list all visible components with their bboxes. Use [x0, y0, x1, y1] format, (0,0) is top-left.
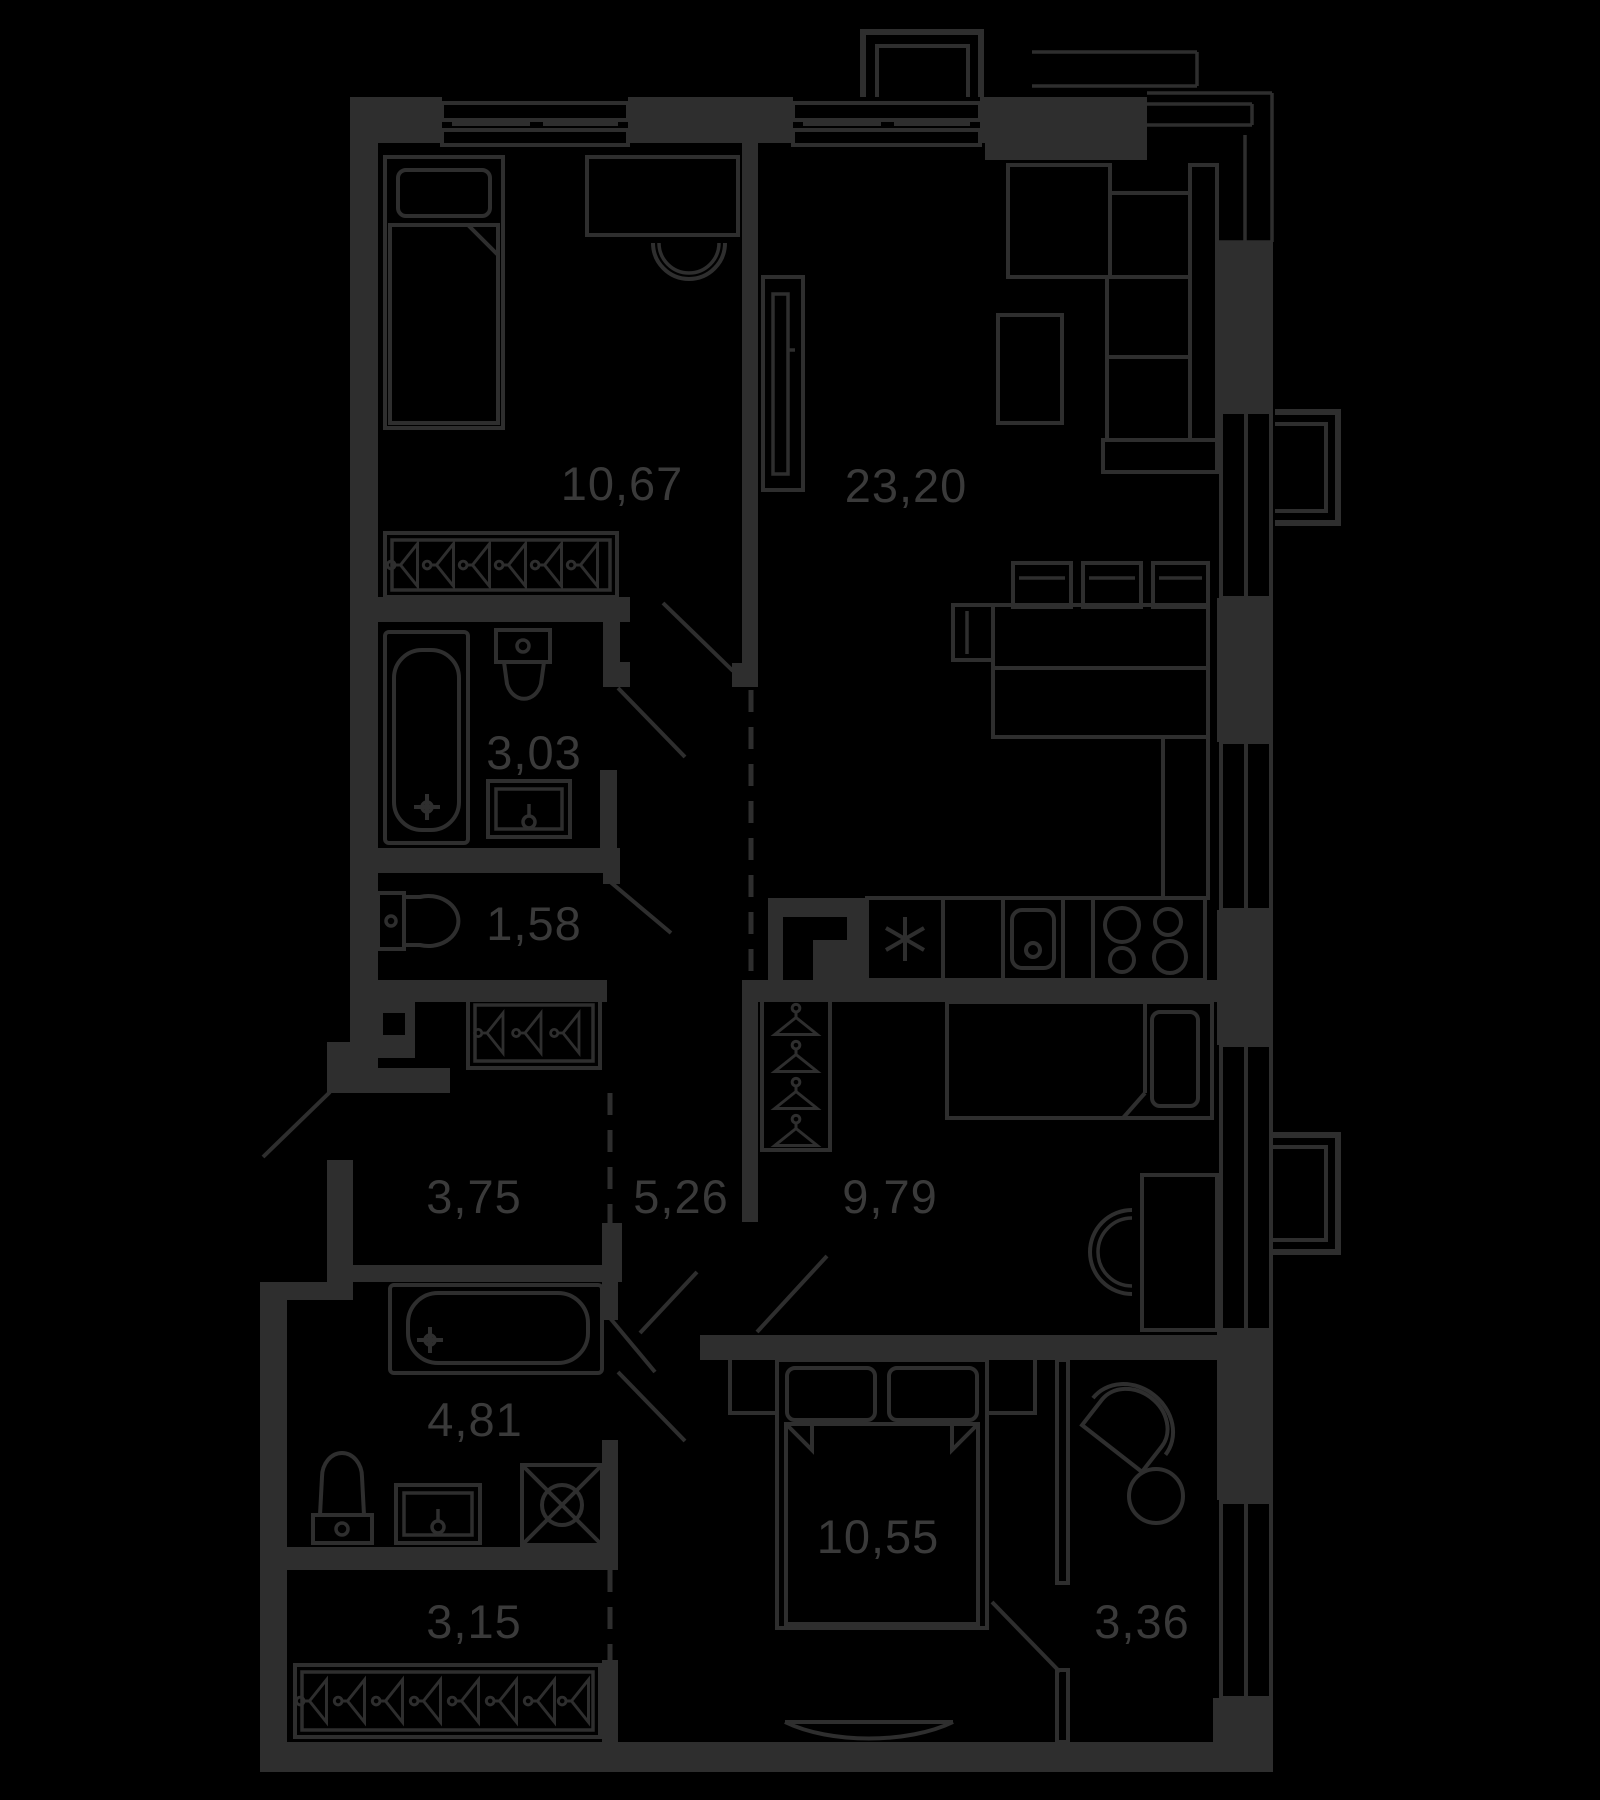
window-bedroom-top [440, 101, 630, 147]
hanger-icon [493, 542, 527, 588]
side-table-icon [1127, 1467, 1185, 1525]
room-label-wardrobe-hall: 3,15 [426, 1595, 521, 1648]
bathtub-icon [383, 630, 470, 845]
room-label-bedroom-middle: 9,79 [842, 1170, 937, 1223]
wardrobe-icon [383, 531, 619, 599]
sink-icon [486, 779, 572, 839]
room-label-bedroom-master: 10,55 [817, 1510, 940, 1563]
room-label-dressing-room: 3,36 [1094, 1595, 1189, 1648]
door-entry [261, 1090, 332, 1159]
kitchen-sink-icon [1001, 896, 1065, 982]
hanger-icon [522, 1678, 556, 1724]
armchair-icon [1079, 1382, 1176, 1475]
hanger-icon [332, 1678, 366, 1724]
exterior-walls [260, 97, 1273, 1772]
door-dressing [990, 1600, 1062, 1674]
room-label-wc: 1,58 [486, 897, 581, 950]
bed-icon [383, 155, 505, 430]
room-label-bathroom-lower: 4,81 [427, 1393, 522, 1446]
stove-icon [1091, 896, 1207, 982]
hanger-icon [446, 1678, 480, 1724]
bathroom-lower-fixtures [311, 1283, 604, 1547]
nightstand-icon [728, 1356, 779, 1415]
hanger-icon [408, 1678, 442, 1724]
balcony-top [860, 29, 984, 97]
tv-icon [761, 275, 805, 492]
sink-icon [394, 1483, 482, 1545]
door-bedroom-middle [755, 1254, 829, 1334]
wardrobe-hall-furniture [293, 1663, 602, 1739]
coffee-table-icon [996, 313, 1064, 425]
closet-icon [760, 998, 832, 1152]
hanger-icon [421, 542, 455, 588]
dining-table-icon [991, 603, 1210, 739]
bedroom-middle-furniture [760, 998, 1219, 1332]
desk-icon [585, 155, 740, 237]
corridor-closet [466, 996, 602, 1070]
neighbor-unit-contour [1032, 50, 1274, 244]
balcony-right-1 [1275, 409, 1341, 526]
hanger-icon [773, 1039, 819, 1073]
bed-icon [945, 1000, 1214, 1120]
hanger-icon [484, 1678, 518, 1724]
door-bedroom-top [661, 601, 735, 673]
desk-icon [1140, 1173, 1219, 1332]
hanger-icon [511, 1011, 543, 1055]
shower-icon [520, 1463, 604, 1547]
door-swings [261, 601, 1062, 1674]
dining-chairs [951, 561, 1210, 662]
wc-fixtures [376, 891, 461, 951]
hanger-icon [473, 1011, 505, 1055]
door-bedroom-master [616, 1370, 687, 1443]
bathroom-upper-fixtures [383, 628, 572, 845]
interior-walls [260, 143, 1217, 1742]
balcony-right-2 [1273, 1132, 1341, 1255]
hanger-icon [529, 542, 563, 588]
window-right-1 [1219, 410, 1273, 600]
double-bed-icon [775, 1358, 989, 1630]
fridge-icon [884, 917, 926, 961]
chair-icon [651, 242, 727, 281]
sofa-icon [1006, 163, 1219, 474]
hanger-icon [370, 1678, 404, 1724]
living-kitchen-furniture [761, 163, 1219, 982]
room-label-bathroom-upper: 3,03 [486, 726, 581, 779]
door-bathroom-lower [608, 1316, 657, 1374]
hanger-icon [773, 1076, 819, 1110]
door-bathroom-upper [616, 686, 687, 759]
bathtub-icon [388, 1283, 604, 1375]
door-wc [606, 878, 673, 935]
toilet-icon [311, 1451, 374, 1545]
room-label-corridor: 5,26 [633, 1170, 728, 1223]
zone-boundaries [607, 690, 754, 1660]
room-label-entry-hall: 3,75 [426, 1170, 521, 1223]
toilet-icon [494, 628, 552, 701]
window-right-3 [1219, 1043, 1273, 1332]
chair-icon [1088, 1208, 1133, 1296]
hanger-icon [556, 1678, 590, 1724]
room-label-bedroom-top: 10,67 [561, 457, 684, 510]
window-right-4 [1219, 1500, 1273, 1700]
dressing-room-furniture [1079, 1382, 1185, 1525]
hanger-icon [773, 1002, 819, 1036]
bedroom-master-furniture [728, 1356, 1037, 1630]
kitchen-counter [768, 735, 1210, 982]
toilet-icon [376, 891, 461, 951]
nightstand-icon [985, 1356, 1037, 1415]
room-labels: 10,67 23,20 3,03 1,58 3,75 5,26 9,79 4,8… [426, 457, 1189, 1648]
door-corridor-left [638, 1270, 699, 1335]
window-right-2 [1219, 740, 1273, 912]
window-living [791, 101, 982, 147]
partition-dressing [1055, 1358, 1070, 1744]
hanger-icon [549, 1011, 581, 1055]
hanger-icon [565, 542, 599, 588]
window-master-bedroom [784, 1720, 954, 1741]
bedroom-top-furniture [383, 155, 740, 599]
hanger-icon [773, 1113, 819, 1147]
room-label-living-kitchen: 23,20 [845, 459, 968, 512]
hanger-icon [457, 542, 491, 588]
